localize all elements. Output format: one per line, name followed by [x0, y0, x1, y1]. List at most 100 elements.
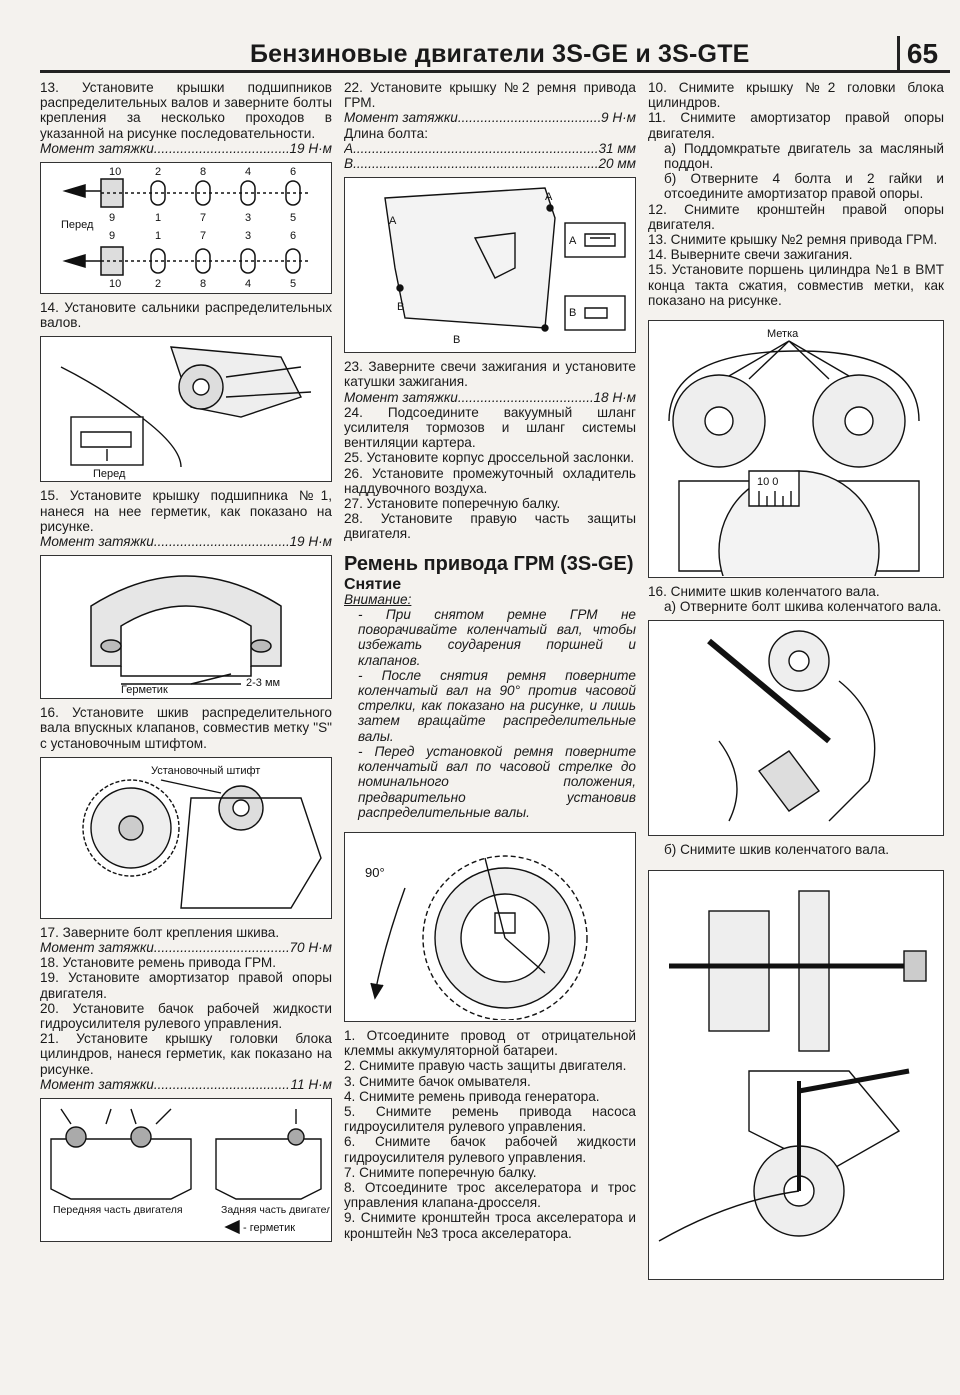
fig13-num: 2 [155, 278, 161, 290]
fig13-num: 6 [290, 166, 296, 178]
figure-bearing-cap-sequence: Перед 10 2 8 4 6 9 1 7 3 5 9 1 7 3 6 10 … [40, 162, 332, 295]
step-28-text: 28. Установите правую часть защиты двига… [344, 511, 636, 542]
fig15-mark-label: Метка [767, 328, 799, 340]
step-15-text: 15. Установите поршень цилиндра №1 в ВМТ… [648, 262, 944, 308]
step-11b-text: б) Отверните 4 болта и 2 гайки и отсоеди… [664, 171, 944, 202]
column-3: 10. Снимите крышку №2 головки блока цили… [648, 80, 944, 1286]
fig13-num: 1 [155, 230, 161, 242]
fig13-num: 9 [109, 230, 115, 242]
torque-label: Момент затяжки [40, 940, 154, 956]
step-11a-text: а) Поддомкратьте двигатель за масляный п… [664, 140, 944, 172]
step-13-text: 13. Снимите крышку №2 ремня привода ГРМ. [648, 232, 938, 248]
fig13-num: 10 [109, 166, 121, 178]
warning-note: - Перед установкой ремня поверните колен… [358, 743, 636, 820]
step-20-text: 20. Установите бачок рабочей жидкости ги… [40, 1000, 332, 1032]
header-rule [40, 70, 950, 73]
torque-15: Момент затяжки19 Н·м [40, 534, 332, 549]
figure-camshaft-pulley: Установочный штифт [40, 756, 332, 919]
bolt-label: A [344, 140, 354, 156]
fig22-label-b: B [569, 307, 576, 319]
page-number: 65 [897, 36, 945, 70]
step-26-text: 26. Установите промежуточный охладитель … [344, 465, 636, 496]
bolt-b-length: B 20 мм [344, 156, 636, 171]
step-list-item: 4. Снимите ремень привода генератора. [344, 1088, 600, 1104]
warning-label: Внимание: [344, 591, 412, 607]
fig22-label-a: A [569, 235, 577, 247]
figure-camshaft-seals: Перед [40, 336, 332, 483]
fig14-front-label: Перед [93, 468, 126, 480]
figure-bearing-cap-sealant: Герметик 2-3 мм [40, 555, 332, 700]
fig13-num: 7 [200, 212, 206, 224]
fig13-num: 3 [245, 230, 251, 242]
step-15-text: 15. Установите крышку подшипника №1, нан… [40, 488, 332, 534]
figure-pulley-puller [648, 869, 944, 1280]
step-list-item: 5. Снимите ремень привода насоса гидроус… [344, 1103, 636, 1135]
subsection-title: Снятие [344, 575, 402, 593]
bolt-value: 20 мм [598, 156, 636, 172]
step-19-text: 19. Установите амортизатор правой опоры … [40, 970, 332, 1001]
torque-label: Момент затяжки [40, 534, 154, 550]
step-list-item: 3. Снимите бачок омывателя. [344, 1073, 531, 1089]
fig22-label-b: B [397, 301, 404, 313]
step-27-text: 27. Установите поперечную балку. [344, 496, 561, 512]
fig13-num: 1 [155, 212, 161, 224]
fig13-num: 8 [200, 278, 206, 290]
step-17-text: 17. Заверните болт крепления шкива. [40, 924, 280, 940]
step-21-text: 21. Установите крышку головки блока цили… [40, 1031, 332, 1077]
step-16b-text: б) Снимите шкив коленчатого вала. [664, 842, 890, 858]
warning-note: - При снятом ремне ГРМ не поворачивайте … [358, 607, 636, 668]
fig22-label-b: B [453, 334, 460, 346]
torque-13: Момент затяжки19 Н·м [40, 141, 332, 156]
step-10-text: 10. Снимите крышку №2 головки блока цили… [648, 80, 944, 111]
fig13-front-label: Перед [61, 219, 94, 231]
figure-crankshaft-90: 90° [344, 831, 636, 1022]
fig15-scale-label: 10 0 [757, 476, 778, 488]
fig13-num: 2 [155, 166, 161, 178]
step-11-text: 11. Снимите амортизатор правой опоры дви… [648, 110, 944, 141]
fig13-num: 10 [109, 278, 121, 290]
torque-label: Момент затяжки [40, 1076, 154, 1092]
step-14-text: 14. Выверните свечи зажигания. [648, 247, 853, 263]
step-18-text: 18. Установите ремень привода ГРМ. [40, 955, 277, 971]
torque-label: Момент затяжки [344, 389, 458, 405]
torque-value: 70 Н·м [289, 940, 332, 956]
torque-17: Момент затяжки 70 Н·м [40, 940, 332, 955]
torque-23: Момент затяжки18 Н·м [344, 390, 636, 405]
fig13-num: 9 [109, 212, 115, 224]
fig16-pin-label: Установочный штифт [151, 765, 260, 777]
step-16a-text: а) Отверните болт шкива коленчатого вала… [664, 599, 942, 615]
page-title: Бензиновые двигатели 3S-GE и 3S-GTE [250, 40, 750, 68]
column-2: 22. Установите крышку №2 ремня привода Г… [344, 80, 636, 1241]
step-list-item: 6. Снимите бачок рабочей жидкости гидроу… [344, 1134, 636, 1165]
bolt-label: B [344, 156, 354, 172]
bolt-length-label: Длина болта: [344, 125, 428, 141]
fig13-num: 4 [245, 166, 251, 178]
torque-value: 19 Н·м [289, 140, 332, 156]
bolt-a-length: A 31 мм [344, 141, 636, 156]
fig13-num: 4 [245, 278, 251, 290]
step-12-text: 12. Снимите кронштейн правой опоры двига… [648, 201, 944, 232]
figure-tdc-marks: Метка 10 0 [648, 320, 944, 579]
fig13-num: 5 [290, 212, 296, 224]
step-list-item: 7. Снимите поперечную балку. [344, 1164, 537, 1180]
fig22-label-a: A [389, 215, 397, 227]
torque-22: Момент затяжки 9 Н·м [344, 110, 636, 125]
section-title: Ремень привода ГРМ (3S-GE) [344, 552, 634, 575]
torque-21: Момент затяжки11 Н·м [40, 1077, 332, 1092]
bolt-value: 31 мм [598, 140, 636, 156]
fig21-rear-label: Задняя часть двигателя [221, 1204, 330, 1216]
fig21-front-label: Передняя часть двигателя [53, 1204, 183, 1216]
step-list-item: 2. Снимите правую часть защиты двигателя… [344, 1058, 627, 1074]
step-14-text: 14. Установите сальники распределительны… [40, 300, 332, 331]
step-16-text: 16. Установите шкив распределительного в… [40, 705, 332, 751]
torque-label: Момент затяжки [344, 110, 458, 126]
fig13-num: 6 [290, 230, 296, 242]
fig13-num: 7 [200, 230, 206, 242]
step-list-item: 9. Снимите кронштейн троса акселератора … [344, 1210, 636, 1241]
step-24-text: 24. Подсоедините вакуумный шланг усилите… [344, 404, 636, 451]
torque-value: 9 Н·м [601, 110, 636, 126]
fig-angle-label: 90° [365, 865, 385, 880]
fig15-sealant-label: Герметик [121, 684, 168, 696]
step-13-text: 13. Установите крышки подшипников распре… [40, 80, 332, 141]
fig15-gap-label: 2-3 мм [246, 677, 280, 689]
